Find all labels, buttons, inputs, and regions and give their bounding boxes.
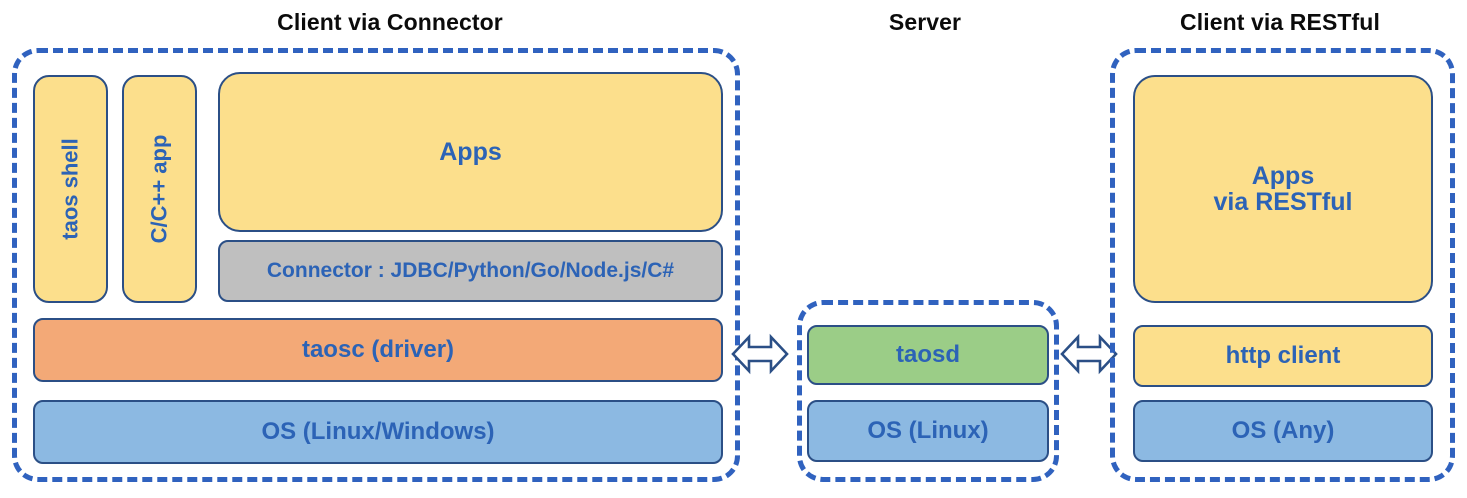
box-taos-shell[interactable]: taos shell — [33, 75, 108, 303]
box-taos-shell-label: taos shell — [57, 138, 83, 240]
box-apps-via-restful[interactable]: Apps via RESTful — [1133, 75, 1433, 303]
box-connector[interactable]: Connector : JDBC/Python/Go/Node.js/C# — [218, 240, 723, 302]
box-os-any[interactable]: OS (Any) — [1133, 400, 1433, 462]
group-client-via-restful — [1110, 48, 1455, 482]
column-title-client-connector: Client via Connector — [277, 9, 503, 35]
box-apps-via-restful-label-line1: Apps — [1251, 162, 1315, 190]
box-c-cpp-app-label: C/C++ app — [146, 134, 172, 244]
box-os-linux-windows[interactable]: OS (Linux/Windows) — [33, 400, 723, 464]
box-os-any-label: OS (Any) — [1231, 417, 1335, 444]
box-os-linux-label: OS (Linux) — [867, 417, 989, 444]
bidirectional-arrow-icon-right — [1060, 328, 1118, 380]
column-title-client-restful: Client via RESTful — [1180, 9, 1380, 35]
box-taosc-driver-label: taosc (driver) — [301, 336, 455, 363]
box-c-cpp-app[interactable]: C/C++ app — [122, 75, 197, 303]
box-http-client[interactable]: http client — [1133, 325, 1433, 387]
box-apps-via-restful-label-line2: via RESTful — [1213, 188, 1353, 216]
box-taosc-driver[interactable]: taosc (driver) — [33, 318, 723, 382]
bidirectional-arrow-icon-left — [731, 328, 789, 380]
box-os-linux-windows-label: OS (Linux/Windows) — [261, 418, 495, 445]
box-connector-label: Connector : JDBC/Python/Go/Node.js/C# — [266, 259, 675, 282]
box-apps-label: Apps — [439, 138, 502, 166]
box-taosd-label: taosd — [895, 341, 960, 368]
group-client-via-connector — [12, 48, 740, 482]
box-apps[interactable]: Apps — [218, 72, 723, 232]
group-server — [797, 300, 1059, 482]
box-taosd[interactable]: taosd — [807, 325, 1049, 385]
box-http-client-label: http client — [1225, 342, 1341, 369]
column-title-server: Server — [888, 9, 962, 35]
box-os-linux[interactable]: OS (Linux) — [807, 400, 1049, 462]
